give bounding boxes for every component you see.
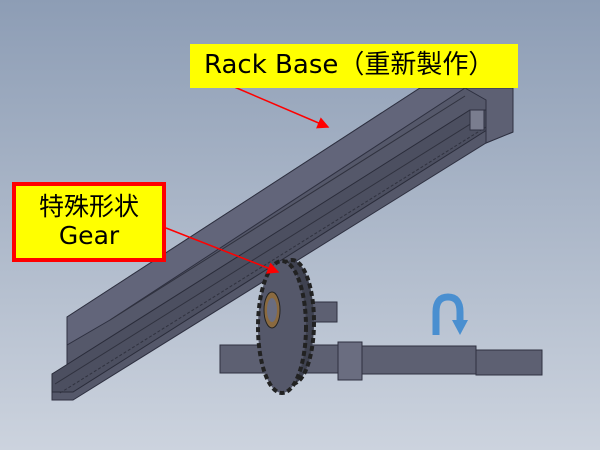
- rack-pointer-arrow: [231, 85, 330, 129]
- gear-label-line2: Gear: [58, 221, 120, 250]
- gear-label: 特殊形状 Gear: [12, 182, 166, 262]
- rack-base-label-text: Rack Base（重新製作）: [204, 50, 495, 81]
- rotation-arrow-icon: [432, 293, 468, 335]
- gear-label-line1: 特殊形状: [38, 192, 139, 222]
- rack-base-label: Rack Base（重新製作）: [190, 44, 518, 88]
- shaft: [219, 301, 543, 381]
- gear: [256, 258, 316, 395]
- gear-pointer-arrow: [165, 227, 280, 274]
- rack-base: [51, 87, 514, 401]
